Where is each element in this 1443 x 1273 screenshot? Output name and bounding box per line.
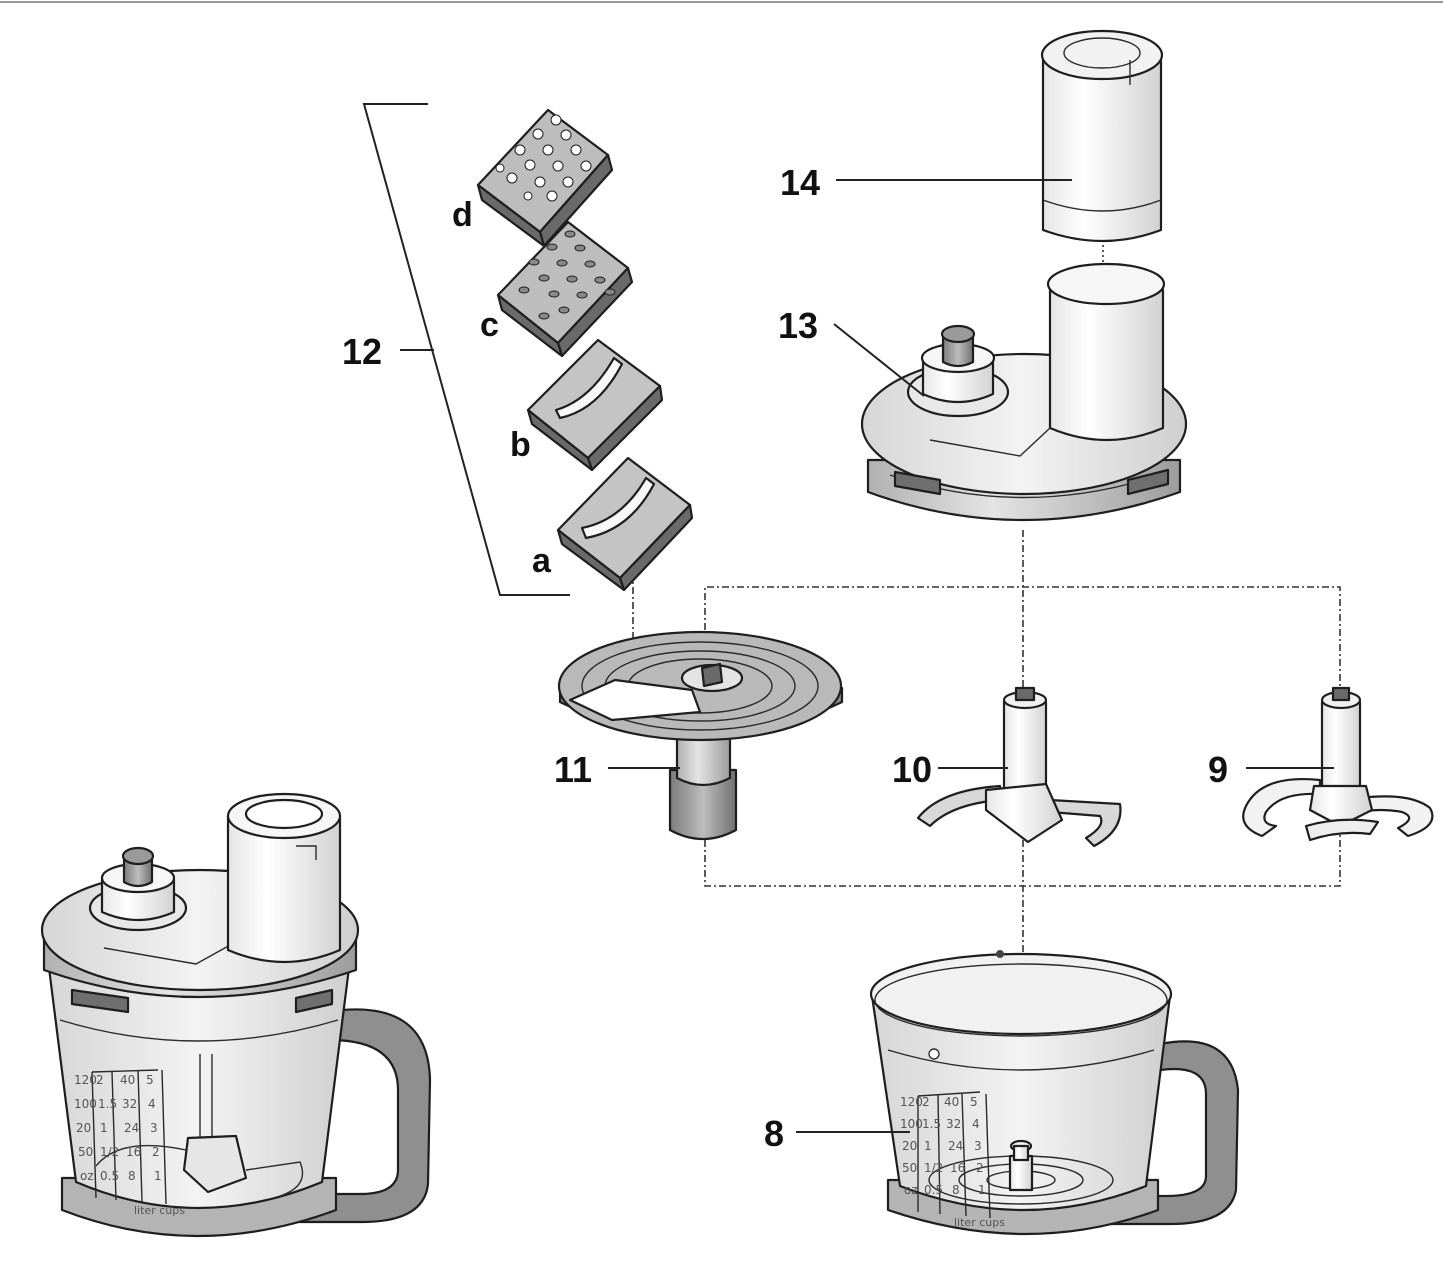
bowl-scale-right: 120 100 20 50 oz 2 1.5 1 1/2 0.5 40 32 2… [900, 1091, 1005, 1229]
slicing-insert-d [476, 108, 614, 248]
scale-left-c3-4: 8 [128, 1169, 136, 1183]
scale-right-c4-4: 1 [978, 1183, 986, 1197]
scale-right-c3-2: 24 [948, 1139, 963, 1153]
callout-12: 12 [342, 331, 382, 372]
scale-left-c1-4: oz [80, 1169, 94, 1183]
scale-right-c3-0: 40 [944, 1095, 959, 1109]
scale-right-c2-1: 1.5 [922, 1117, 941, 1131]
callout-13: 13 [778, 305, 818, 346]
callout-14: 14 [780, 162, 820, 203]
scale-left-c1-3: 50 [78, 1145, 93, 1159]
scale-right-c1-4: oz [904, 1183, 918, 1197]
scale-left-c4-2: 3 [150, 1121, 158, 1135]
scale-left-c2-4: 0.5 [100, 1169, 119, 1183]
scale-right-c1-1: 100 [900, 1117, 923, 1131]
scale-right-c4-2: 3 [974, 1139, 982, 1153]
scale-left-c1-2: 20 [76, 1121, 91, 1135]
callout-9: 9 [1208, 749, 1228, 790]
scale-left-c3-0: 40 [120, 1073, 135, 1087]
callout-labels: 14 13 12 d c b a 11 10 9 8 [342, 162, 1228, 1154]
bowl-part: 120 100 20 50 oz 2 1.5 1 1/2 0.5 40 32 2… [869, 950, 1240, 1236]
slicing-insert-c [496, 220, 634, 358]
scale-left-c4-4: 1 [154, 1169, 162, 1183]
scale-left-c1-0: 120 [74, 1073, 97, 1087]
scale-right-c1-2: 20 [902, 1139, 917, 1153]
scale-right-c3-3: 16 [950, 1161, 965, 1175]
scale-left-c4-3: 2 [152, 1145, 160, 1159]
pusher-part [1040, 29, 1164, 243]
scale-left-footer: liter cups [134, 1204, 185, 1217]
scale-left-c2-1: 1.5 [98, 1097, 117, 1111]
callout-b: b [510, 426, 531, 464]
slicing-insert-b [526, 338, 664, 472]
callout-a: a [532, 542, 552, 580]
scale-right-c4-1: 4 [972, 1117, 980, 1131]
scale-right-c1-0: 120 [900, 1095, 923, 1109]
scale-right-c2-0: 2 [922, 1095, 930, 1109]
lid-part [860, 262, 1188, 522]
slicing-disc-part [557, 630, 844, 840]
callout-10: 10 [892, 749, 932, 790]
scale-right-c3-4: 8 [952, 1183, 960, 1197]
callout-c: c [480, 306, 499, 344]
scale-left-c2-2: 1 [100, 1121, 108, 1135]
scale-right-c2-3: 1/2 [924, 1161, 943, 1175]
scale-left-c3-3: 16 [126, 1145, 141, 1159]
scale-right-c2-4: 0.5 [924, 1183, 943, 1197]
scale-right-c2-2: 1 [924, 1139, 932, 1153]
chopping-blade-part [916, 686, 1122, 848]
scale-left-c3-1: 32 [122, 1097, 137, 1111]
scale-right-footer: liter cups [954, 1216, 1005, 1229]
scale-left-c2-0: 2 [96, 1073, 104, 1087]
scale-right-c4-3: 2 [976, 1161, 984, 1175]
scale-right-c3-1: 32 [946, 1117, 961, 1131]
leader-lines [400, 179, 1334, 1133]
callout-d: d [452, 196, 473, 234]
callout-11: 11 [554, 749, 592, 790]
scale-left-c2-3: 1/2 [100, 1145, 119, 1159]
assembled-food-processor: 120 100 20 50 oz 2 1.5 1 1/2 0.5 40 32 2… [40, 792, 432, 1238]
scale-right-c1-3: 50 [902, 1161, 917, 1175]
scale-left-c1-1: 100 [74, 1097, 97, 1111]
slicing-insert-a [556, 456, 694, 592]
scale-right-c4-0: 5 [970, 1095, 978, 1109]
bowl-scale-left: 120 100 20 50 oz 2 1.5 1 1/2 0.5 40 32 2… [74, 1069, 185, 1217]
scale-left-c3-2: 24 [124, 1121, 139, 1135]
scale-left-c4-1: 4 [148, 1097, 156, 1111]
kneading-hook-part [1242, 686, 1434, 842]
callout-8: 8 [764, 1113, 784, 1154]
scale-left-c4-0: 5 [146, 1073, 154, 1087]
